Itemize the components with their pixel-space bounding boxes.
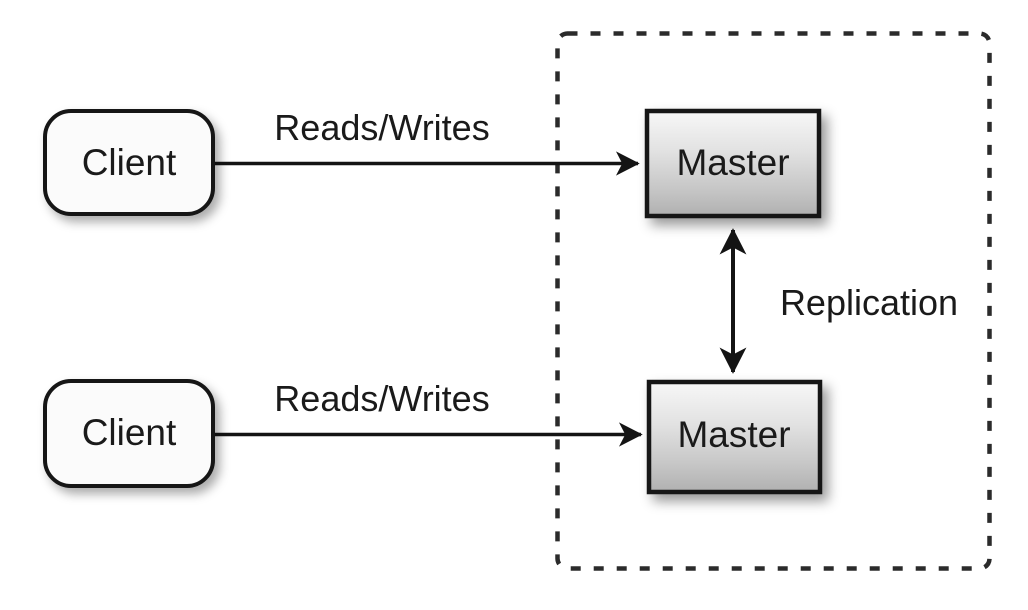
client-bottom-shape xyxy=(43,379,215,488)
master-top-shape xyxy=(644,108,822,219)
edge-label-replication: Replication xyxy=(780,282,958,323)
node-client-bottom[interactable]: Client xyxy=(43,379,215,488)
edge-label-reads-writes-top: Reads/Writes xyxy=(274,107,489,148)
edge-label-reads-writes-bottom: Reads/Writes xyxy=(274,378,489,419)
client-top-label: Client xyxy=(82,142,177,183)
node-master-top[interactable]: Master xyxy=(644,108,822,219)
master-top-label: Master xyxy=(676,142,789,183)
master-bottom-shape xyxy=(646,379,823,495)
node-master-bottom[interactable]: Master xyxy=(646,379,823,495)
client-top-shape xyxy=(43,109,215,216)
client-bottom-label: Client xyxy=(82,412,177,453)
node-client-top[interactable]: Client xyxy=(43,109,215,216)
master-bottom-label: Master xyxy=(677,414,790,455)
